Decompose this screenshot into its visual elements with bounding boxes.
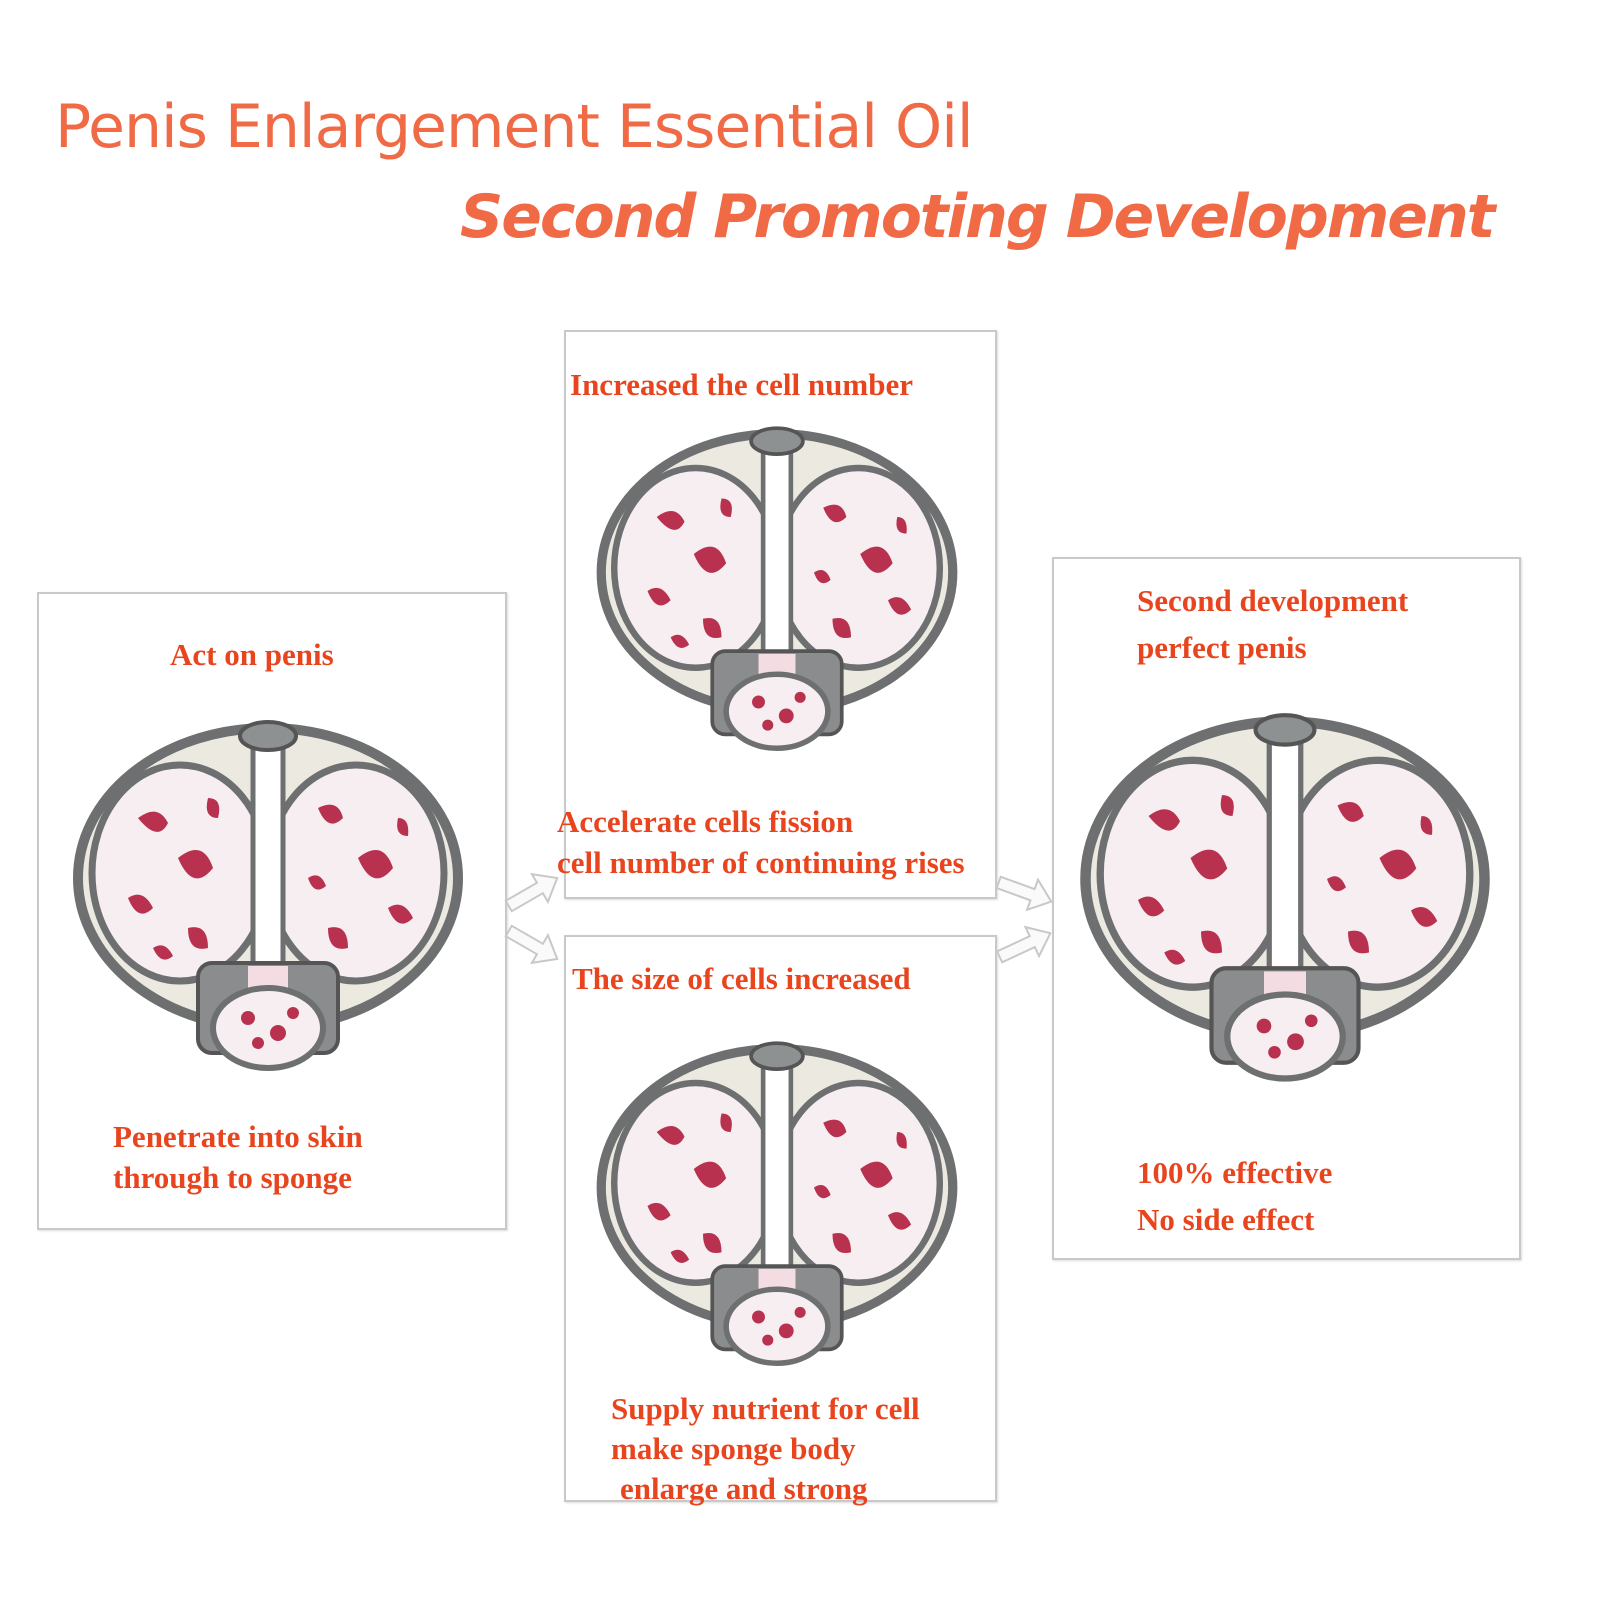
page-subtitle: Second Promoting Development	[460, 182, 1495, 252]
panel-right-heading-2: perfect penis	[1137, 630, 1307, 665]
panel-middle-top-caption-2: cell number of continuing rises	[557, 845, 965, 880]
panel-right-caption-2: No side effect	[1137, 1202, 1315, 1237]
cross-section-illustration	[592, 1030, 962, 1382]
page-title: Penis Enlargement Essential Oil	[55, 92, 974, 162]
panel-middle-bottom-heading: The size of cells increased	[572, 961, 911, 996]
panel-middle-bottom-caption-1: Supply nutrient for cell	[611, 1391, 920, 1426]
panel-left-heading: Act on penis	[170, 637, 334, 672]
panel-middle-top-heading: Increased the cell number	[570, 367, 913, 402]
arrow-down-right-icon	[497, 913, 569, 978]
cross-section-illustration	[592, 415, 962, 767]
panel-right-caption-1: 100% effective	[1137, 1155, 1333, 1190]
panel-right-heading-1: Second development	[1137, 583, 1409, 618]
panel-left-caption-1: Penetrate into skin	[113, 1119, 363, 1154]
panel-middle-bottom-caption-3: enlarge and strong	[620, 1471, 868, 1506]
panel-middle-bottom-caption-2: make sponge body	[611, 1431, 856, 1466]
panel-left-caption-2: through to sponge	[113, 1160, 352, 1195]
panel-middle-top-caption-1: Accelerate cells fission	[557, 804, 854, 839]
arrow-up-right-icon	[989, 914, 1060, 976]
cross-section-illustration	[1075, 700, 1495, 1100]
cross-section-illustration	[68, 708, 468, 1088]
arrow-down-right-icon	[990, 863, 1060, 921]
